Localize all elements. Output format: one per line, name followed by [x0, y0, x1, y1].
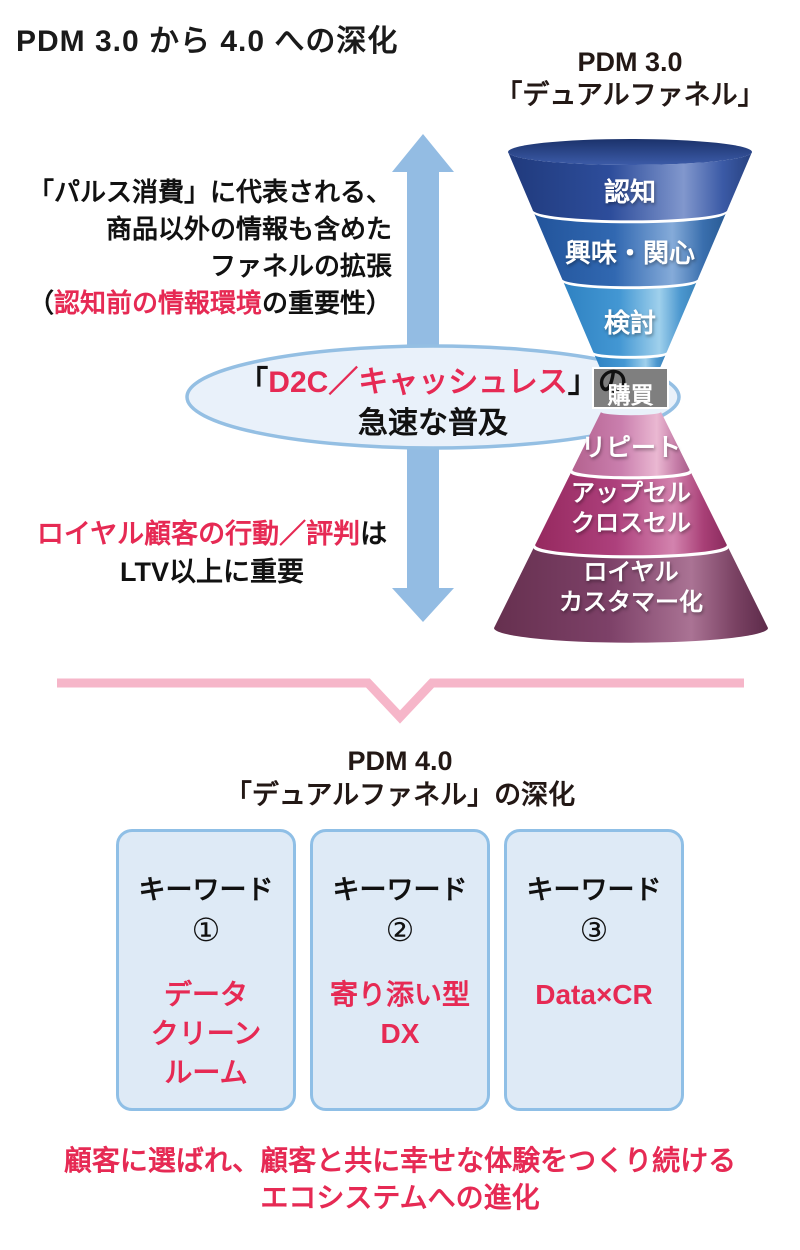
funnel-stage-interest — [534, 213, 726, 287]
funnel-label-upsell: アップセル クロスセル — [571, 480, 691, 537]
keyword3-value: Data×CR — [535, 979, 653, 1010]
funnel-top-rim — [508, 139, 752, 165]
pdm40-heading: PDM 4.0 「デュアルファネル」の深化 — [180, 744, 620, 812]
footer-line2: エコシステムへの進化 — [260, 1182, 540, 1213]
funnel-stage-repeat — [572, 412, 690, 477]
funnel-stage-loyal — [494, 548, 768, 643]
pdm40-heading-line2: 「デュアルファネル」の深化 — [224, 780, 576, 810]
keyword1-header: キーワード — [138, 875, 274, 905]
keyword1-value: データ クリーン ルーム — [150, 979, 262, 1088]
pdm30-heading: PDM 3.0 「デュアルファネル」 — [460, 46, 800, 112]
keyword1-number: ① — [191, 912, 221, 948]
keyword-box-1: キーワード ① データ クリーン ルーム — [116, 829, 296, 1111]
funnel-stage-upsell — [535, 473, 727, 556]
pdm30-heading-line1: PDM 3.0 — [577, 47, 683, 77]
keyword2-header: キーワード — [332, 875, 468, 905]
keyword-boxes: キーワード ① データ クリーン ルーム キーワード ② 寄り添い型 DX キー… — [116, 829, 684, 1111]
expansion-line1: 「パルス消費」に代表される、 — [27, 177, 392, 207]
d2c-line2: 急速な普及 — [358, 407, 508, 440]
expansion-line4: （認知前の情報環境の重要性） — [16, 285, 392, 322]
funnel-label-consideration: 検討 — [603, 308, 656, 338]
funnel-label-loyal: ロイヤル カスタマー化 — [559, 559, 703, 616]
funnel-label-awareness: 認知 — [603, 177, 656, 207]
funnel-label-repeat: リピート — [580, 434, 681, 462]
d2c-bracket-close: 」の — [567, 366, 628, 399]
keyword3-number: ③ — [579, 912, 609, 948]
keyword3-header: キーワード — [526, 875, 662, 905]
funnel-stage-purchase — [592, 367, 669, 409]
page-title: PDM 3.0 から 4.0 への深化 — [16, 25, 399, 58]
keyword-box-2: キーワード ② 寄り添い型 DX — [310, 829, 490, 1111]
funnel-stage-consideration — [563, 282, 697, 356]
d2c-bracket-open: 「 — [238, 366, 269, 399]
d2c-ellipse-text: 「D2C／キャッシュレス」の 急速な普及 — [193, 362, 673, 444]
funnel-label-interest: 興味・関心 — [564, 238, 695, 268]
d2c-line1: 「D2C／キャッシュレス」の — [193, 362, 673, 403]
funnel-label-purchase: 購買 — [607, 382, 654, 408]
expansion-line3: ファネルの拡張 — [209, 251, 392, 281]
d2c-red-text: D2C／キャッシュレス — [268, 366, 568, 399]
keyword2-number: ② — [385, 912, 415, 948]
keyword2-value: 寄り添い型 DX — [329, 979, 470, 1049]
funnel-expansion-note: 「パルス消費」に代表される、 商品以外の情報も含めた ファネルの拡張 （認知前の… — [16, 174, 392, 322]
d2c-ellipse — [185, 344, 681, 450]
funnel-stage-awareness — [508, 152, 752, 221]
loyal-customer-note: ロイヤル顧客の行動／評判は LTV以上に重要 — [30, 515, 394, 591]
loyal-suffix: は — [360, 519, 388, 549]
footer-line1: 顧客に選ばれ、顧客と共に幸せな体験をつくり続ける — [63, 1145, 737, 1176]
loyal-red-text: ロイヤル顧客の行動／評判 — [36, 519, 361, 549]
expansion-paren-open: （ — [27, 288, 54, 318]
footer-message: 顧客に選ばれ、顧客と共に幸せな体験をつくり続ける エコシステムへの進化 — [0, 1142, 800, 1216]
divider-v-line — [57, 678, 744, 724]
pdm30-heading-line2: 「デュアルファネル」 — [495, 80, 765, 110]
loyal-line1: ロイヤル顧客の行動／評判は — [30, 515, 394, 553]
expansion-red-text: 認知前の情報環境 — [53, 288, 262, 318]
loyal-line2: LTV以上に重要 — [120, 557, 304, 587]
pdm40-heading-line1: PDM 4.0 — [347, 746, 453, 776]
expansion-line2: 商品以外の情報も含めた — [105, 214, 392, 244]
expansion-line4-rest: の重要性） — [261, 288, 392, 318]
keyword-box-3: キーワード ③ Data×CR — [504, 829, 684, 1111]
